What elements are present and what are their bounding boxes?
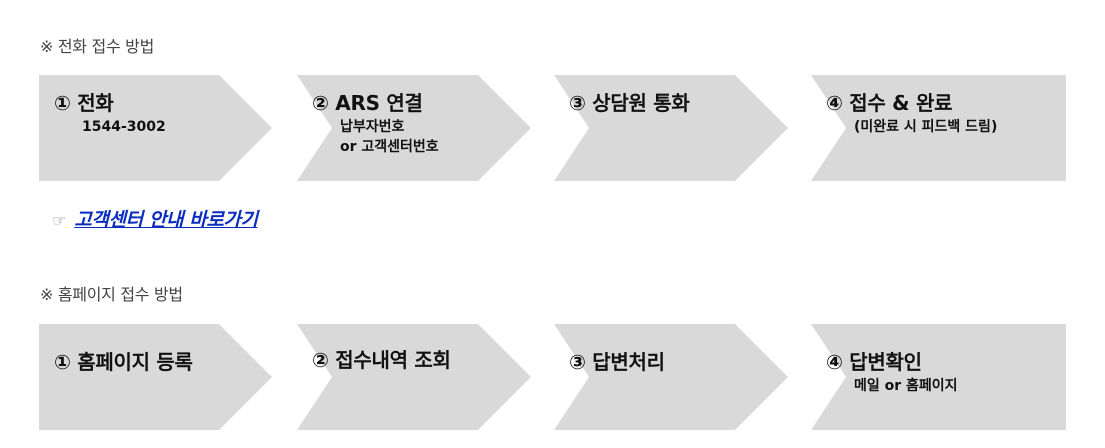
chevron-shape [297, 324, 531, 430]
step-sub: or 고객센터번호 [340, 139, 439, 155]
step-label: ③ 상담원 통화 [569, 91, 690, 115]
step-label: ④ 접수 & 완료 [826, 91, 953, 115]
web-step-confirm: ④ 답변확인 메일 or 홈페이지 [811, 324, 1066, 430]
phone-step-call: ① 전화 1544-3002 [39, 75, 272, 181]
customer-center-link-row: ☞ 고객센터 안내 바로가기 [52, 205, 258, 232]
chevron-shape [811, 324, 1066, 430]
web-section-title: ※ 홈페이지 접수 방법 [40, 285, 183, 304]
chevron-shape [297, 75, 531, 181]
phone-section-title: ※ 전화 접수 방법 [40, 37, 154, 56]
chevron-shape [39, 324, 272, 430]
step-sub: 메일 or 홈페이지 [854, 378, 958, 394]
phone-step-complete: ④ 접수 & 완료 (미완료 시 피드백 드림) [811, 75, 1066, 181]
web-step-inquiry: ② 접수내역 조회 [297, 324, 531, 430]
chevron-shape [554, 324, 788, 430]
step-sub: (미완료 시 피드백 드림) [854, 119, 998, 135]
chevron-shape [811, 75, 1066, 181]
chevron-shape [554, 75, 788, 181]
phone-process-flow: ① 전화 1544-3002 ② ARS 연결 납부자번호 or 고객센터번호 … [39, 75, 1079, 181]
web-step-register: ① 홈페이지 등록 [39, 324, 272, 430]
step-label: ③ 답변처리 [569, 350, 665, 374]
phone-step-agent: ③ 상담원 통화 [554, 75, 788, 181]
step-label: ① 홈페이지 등록 [54, 350, 193, 374]
pointing-hand-icon: ☞ [52, 211, 67, 230]
step-sub: 납부자번호 [340, 119, 405, 135]
step-label: ① 전화 [54, 91, 114, 115]
web-step-answer: ③ 답변처리 [554, 324, 788, 430]
customer-center-link[interactable]: 고객센터 안내 바로가기 [74, 209, 258, 231]
step-label: ② 접수내역 조회 [312, 348, 451, 372]
step-label: ② ARS 연결 [312, 91, 423, 115]
web-process-flow: ① 홈페이지 등록 ② 접수내역 조회 ③ 답변처리 ④ 답변확인 메일 or … [39, 324, 1079, 430]
phone-number: 1544-3002 [82, 119, 166, 135]
phone-step-ars: ② ARS 연결 납부자번호 or 고객센터번호 [297, 75, 531, 181]
chevron-shape [39, 75, 272, 181]
step-label: ④ 답변확인 [826, 350, 922, 374]
